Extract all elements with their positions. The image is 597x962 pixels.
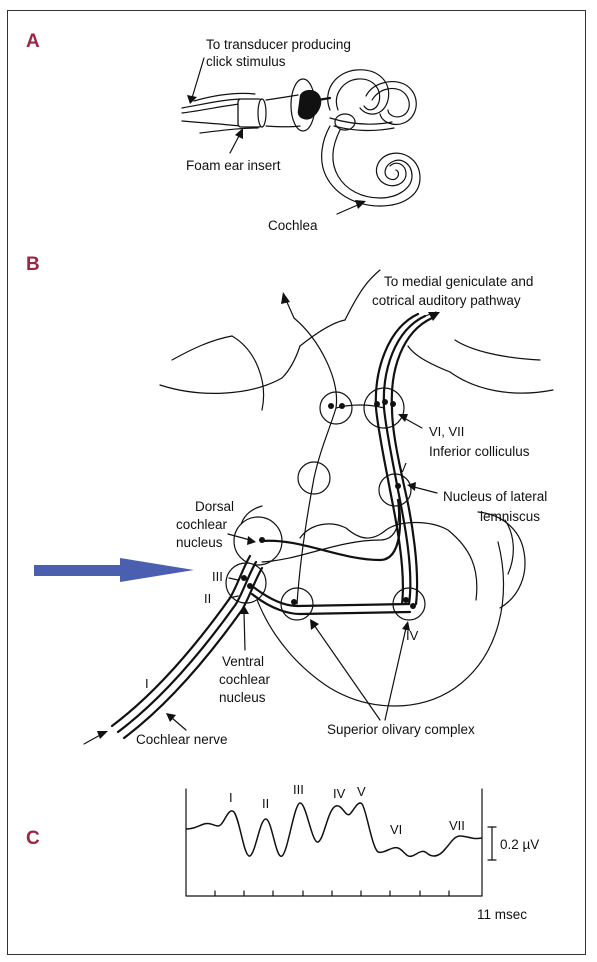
blue-pointer-arrow [34,558,194,582]
foam-insert-arrow [230,134,240,153]
nuclei [226,388,425,620]
transducer-label-line2: click stimulus [206,54,286,69]
panel-c: C I II III IV V VI VII 0. [26,782,539,922]
cochlea-drawing [322,70,420,206]
cochlea-label: Cochlea [268,218,318,233]
wave-label-iv: IV [406,628,419,643]
cochlear-nerve-label: Cochlear nerve [136,732,228,747]
inferior-colliculus-label: Inferior colliculus [429,444,530,459]
peak-label-iii: III [293,782,304,797]
panel-b: B [26,254,553,747]
time-scale-label: 11 msec [477,907,527,922]
panel-letter-a: A [26,31,40,52]
ventral-cochlear-label-line3: nucleus [219,690,266,705]
lateral-lemniscus-label-line1: Nucleus of lateral [443,489,547,504]
amplitude-scale-bar [488,827,496,860]
transducer-arrow [192,58,204,98]
peak-label-iv: IV [333,786,346,801]
lateral-lemniscus-label-line2: lemniscus [480,509,540,524]
ossicles [298,90,322,120]
wave-label-v: V [398,460,407,475]
wave-label-ii: II [204,591,211,606]
dorsal-cochlear-label-line3: nucleus [176,535,223,550]
dorsal-cochlear-label-line2: cochlear [176,517,228,532]
wave-label-i: I [145,676,149,691]
cochlea-arrow [337,204,360,214]
superior-olivary-label: Superior olivary complex [327,722,475,737]
panel-letter-c: C [26,828,40,849]
dorsal-cochlear-label-line1: Dorsal [195,499,234,514]
medial-geniculate-label-line2: cotrical auditory pathway [372,293,521,308]
peak-label-vii: VII [449,818,465,833]
peak-label-vi: VI [390,822,402,837]
panel-letter-b: B [26,254,40,275]
peak-label-i: I [229,790,233,805]
medial-geniculate-label-line1: To medial geniculate and [384,274,533,289]
foam-insert-label: Foam ear insert [186,158,281,173]
trace-frame [186,789,482,896]
ear-insert-drawing [182,79,330,133]
panel-a: A [26,31,420,233]
ventral-cochlear-label-line2: cochlear [219,672,271,687]
peak-label-ii: II [262,796,269,811]
transducer-label-line1: To transducer producing [206,37,351,52]
wave-label-vi-vii: VI, VII [429,424,464,439]
figure-frame [8,11,586,955]
wave-label-iii: III [212,569,223,584]
peak-label-v: V [357,784,366,799]
abr-waveform [186,803,482,856]
time-axis-ticks [215,891,449,896]
amplitude-scale-label: 0.2 µV [500,837,539,852]
ventral-cochlear-label-line1: Ventral [222,654,264,669]
